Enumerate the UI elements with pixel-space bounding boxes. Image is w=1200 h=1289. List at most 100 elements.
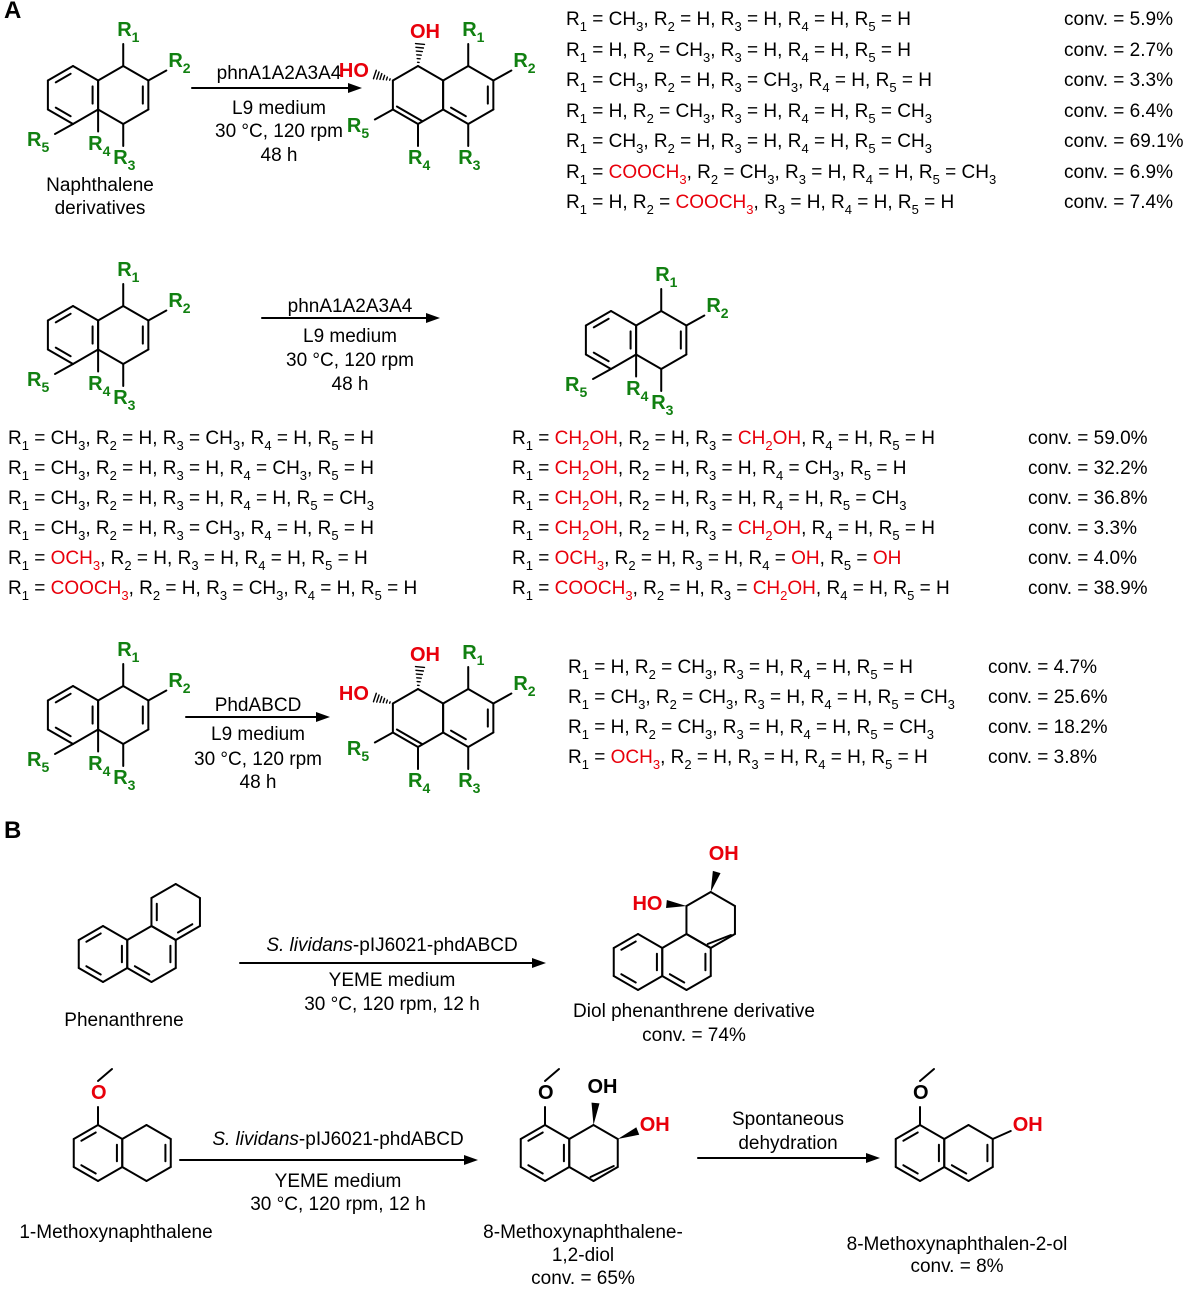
row1-enzyme: phnA1A2A3A4 [216, 63, 342, 84]
row1-result-0: R1 = CH3, R2 = H, R3 = H, R4 = H, R5 = H [566, 9, 911, 34]
methoxynaph-ring-b [145, 1166, 172, 1182]
row2-product-r4-label: R4 [626, 377, 649, 404]
row2-reactant-left-ring [54, 312, 72, 324]
row3-product-r2-label: R2 [513, 672, 536, 699]
row2-conv-0: conv. = 59.0% [1028, 428, 1148, 449]
row2-reactant-left-ring [72, 305, 100, 322]
row2-product-r1-label: R1 [655, 264, 678, 290]
row1-product-r1-label: R1 [462, 19, 485, 45]
phenanthrene-ring-a [102, 925, 129, 941]
row3-product-oh-hash [415, 669, 425, 672]
phenanthrene-label: Phenanthrene [64, 1010, 184, 1031]
row2-product-2: R1 = CH2OH, R2 = H, R3 = H, R4 = H, R5 =… [512, 488, 907, 513]
row2-temperature: 30 °C, 120 rpm [286, 350, 414, 371]
phenanthrene-ring-c [150, 925, 177, 941]
row2-product-r5-bond [592, 368, 612, 380]
diol-phen-ring-b [668, 973, 686, 984]
row2-reactant-right-ring [97, 348, 125, 365]
phenanthrene-ring-c [174, 883, 201, 899]
naphthol-ch3-bond [919, 1068, 935, 1082]
diol-phen-wedge-oh [710, 870, 721, 892]
diol-phen-ring-b [685, 975, 712, 991]
row1-reactant-r5-bond [54, 123, 74, 135]
row1-result-5: R1 = COOCH3, R2 = CH3, R3 = H, R4 = H, R… [566, 161, 997, 187]
row1-product-ho-hash [382, 74, 386, 81]
row1-product-ho-label: HO [338, 59, 369, 82]
diol-phen-ring-a [620, 940, 637, 951]
phenanthrene-ring-a [102, 967, 129, 983]
row2-conv-5: conv. = 38.9% [1028, 578, 1148, 599]
row1-reactant-left-ring [46, 65, 74, 82]
row3-result-3: R1 = OCH3, R2 = H, R3 = H, R4 = H, R5 = … [568, 747, 928, 772]
row2-product-right-ring [635, 353, 663, 370]
row2-substrate-1: R1 = CH3, R2 = H, R3 = H, R4 = CH3, R5 =… [8, 458, 374, 483]
row3-reactant-right-ring [97, 728, 125, 745]
row1-reactant-r2-bond [147, 69, 168, 82]
row3-product-diol-ring [391, 688, 419, 705]
row1-product-oh-hash [415, 46, 425, 49]
diol-methoxy-ring-a [527, 1131, 544, 1142]
row1-result-4: R1 = CH3, R2 = H, R3 = H, R4 = H, R5 = C… [566, 131, 932, 156]
b1-conditions: 30 °C, 120 rpm, 12 h [304, 994, 480, 1015]
row2-reactant-left-ring [46, 348, 74, 365]
row3-reactant-left-ring [54, 726, 72, 738]
row2-product-right-ring [660, 310, 688, 327]
methoxynaph-ring-a [72, 1124, 99, 1140]
row2-product-r2-bond [685, 314, 706, 327]
row3-result-2: R1 = H, R2 = CH3, R3 = H, R4 = H, R5 = C… [568, 717, 934, 742]
naphthol-ring-b [950, 1164, 968, 1175]
row2-reactant-r4-label: R4 [88, 372, 111, 399]
row2-medium: L9 medium [303, 326, 397, 347]
diol-phen-ene [706, 934, 732, 945]
row3-product-aromatic-ring [442, 731, 470, 748]
row3-reactant-right-ring [97, 685, 125, 702]
diol-phen-ring-a [637, 975, 664, 991]
row2-reactant-right-ring [122, 348, 150, 365]
row3-product-oh-hash [414, 665, 426, 669]
row1-product-ho-hash [375, 71, 380, 80]
diol-phen-ring-c [709, 891, 736, 907]
diol-methoxy-ring-a [519, 1166, 546, 1182]
row2-reactant-right-ring [97, 305, 125, 322]
row3-product-diol-ring [391, 731, 419, 748]
methoxynaph-ring-b [145, 1124, 172, 1140]
naphthol-ring-b [967, 1124, 994, 1140]
row2-conv-4: conv. = 4.0% [1028, 548, 1137, 569]
row1-reactant-left-ring [54, 106, 72, 118]
phenanthrene-ring-c [174, 925, 201, 941]
row2-reactant-left-ring [46, 305, 74, 322]
row2-reactant-r2-bond [147, 309, 168, 322]
row3-reactant-left-ring [46, 728, 74, 745]
row1-product-aromatic-ring [449, 106, 467, 118]
diol-methoxy-ring-b [568, 1166, 595, 1182]
row3-conv-0: conv. = 4.7% [988, 657, 1097, 678]
diol-methoxy-ring-a [544, 1124, 571, 1140]
methoxynaph-ring-a [80, 1131, 97, 1142]
row2-conv-3: conv. = 3.3% [1028, 518, 1137, 539]
row2-product-right-ring [635, 310, 663, 327]
diol-methoxy-ring-b [592, 1166, 619, 1182]
row2-conv-2: conv. = 36.8% [1028, 488, 1148, 509]
diol-methoxy-wedge-1 [591, 1102, 600, 1125]
row1-conv-4: conv. = 69.1% [1064, 131, 1184, 152]
phenanthrene-ring-b [126, 967, 153, 983]
diol-phen-wedge-ho [666, 900, 687, 908]
b2-arrow-head [464, 1155, 478, 1165]
methoxynaph-ring-a [72, 1166, 99, 1182]
row2-substrate-4: R1 = OCH3, R2 = H, R3 = H, R4 = H, R5 = … [8, 548, 368, 573]
row1-product-ene [395, 105, 423, 122]
diol-phenanthrene-label: Diol phenanthrene derivative [573, 1001, 815, 1022]
diol-phen-ring-a [637, 933, 664, 949]
methoxynaphthalene-diol-label-1: 8-Methoxynaphthalene- [483, 1222, 683, 1243]
row1-product-aromatic-ring [467, 65, 495, 82]
row1-arrow-head [348, 83, 362, 93]
row3-product-oh-label: OH [410, 644, 440, 666]
row1-product-aromatic-ring [442, 108, 470, 125]
diol-methoxy-ch3-bond [544, 1068, 560, 1082]
diol-methoxy-ring-b [592, 1124, 619, 1140]
row2-substrate-2: R1 = CH3, R2 = H, R3 = H, R4 = H, R5 = C… [8, 488, 374, 513]
row3-product-r3-label: R3 [458, 770, 481, 796]
row1-temperature: 30 °C, 120 rpm [215, 121, 343, 142]
row2-substrate-0: R1 = CH3, R2 = H, R3 = CH3, R4 = H, R5 =… [8, 428, 374, 453]
